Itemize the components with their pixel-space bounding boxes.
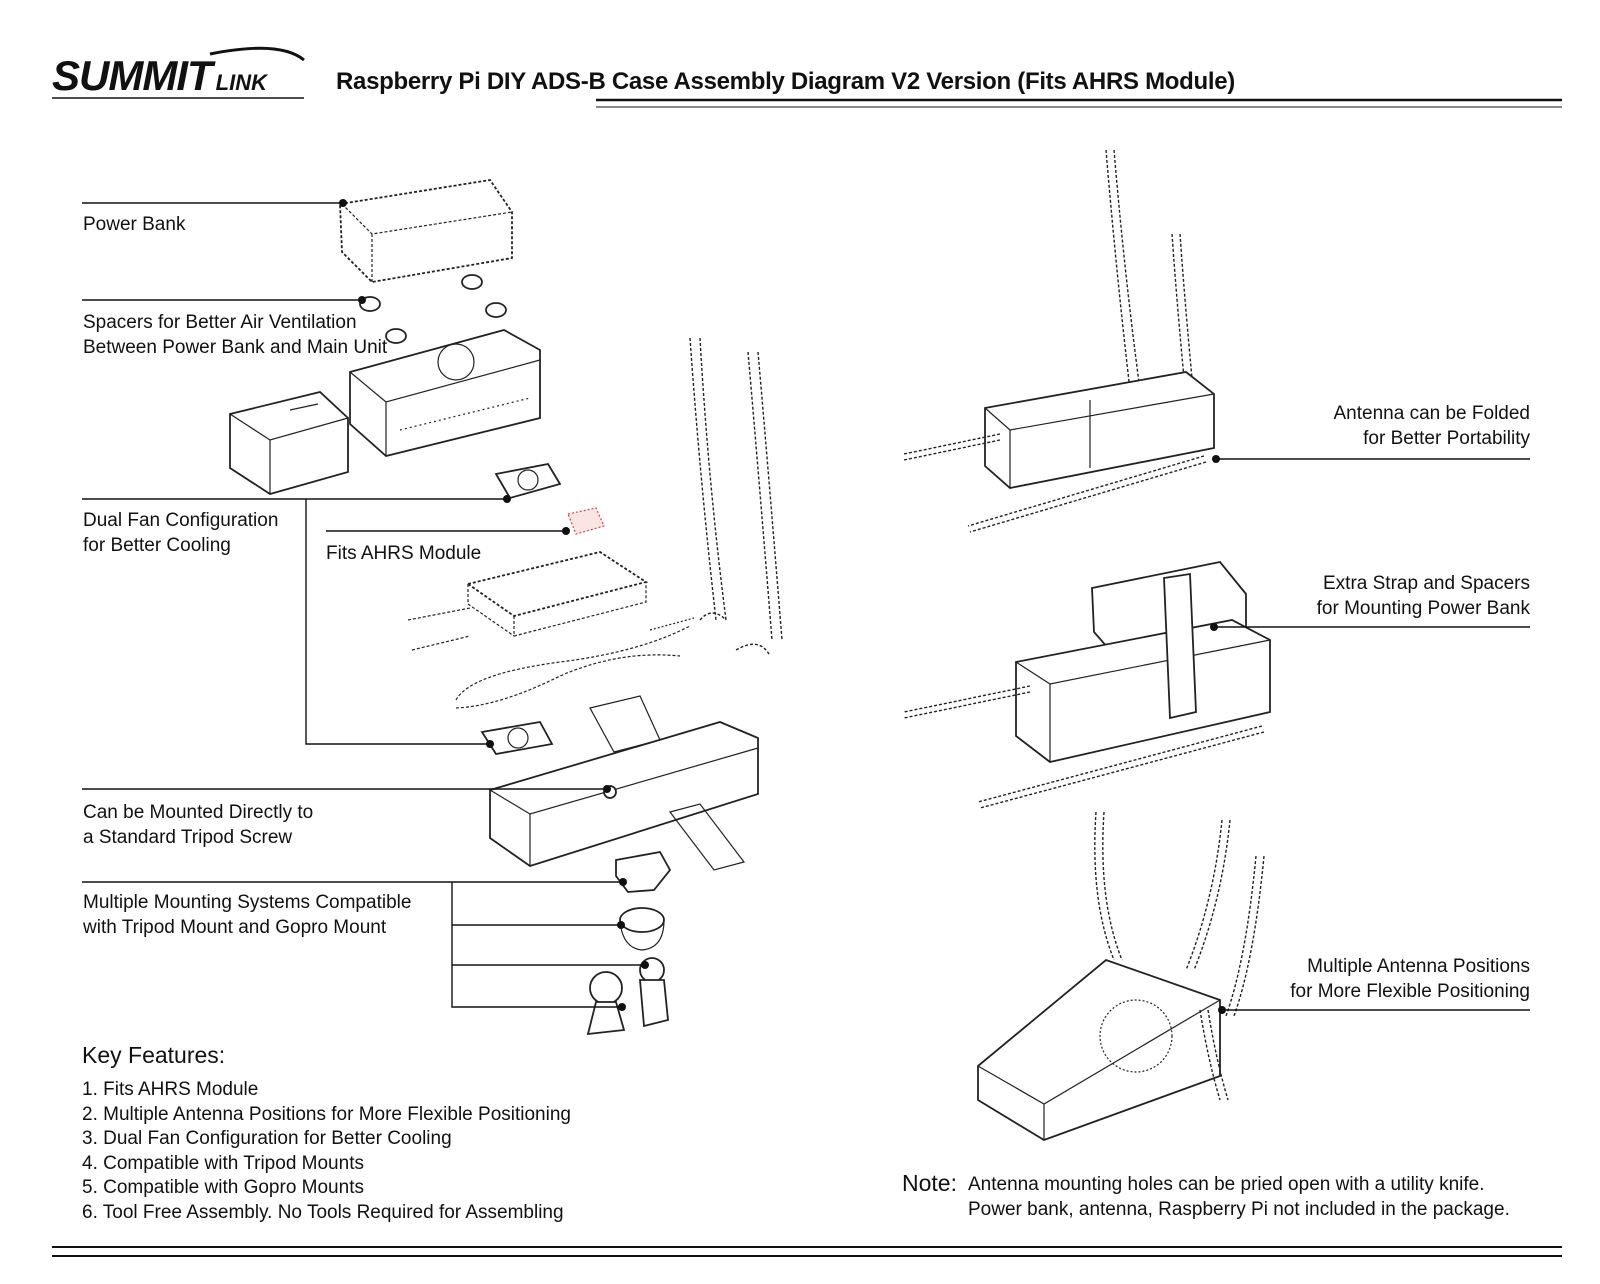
fan-top-part [494, 462, 562, 500]
label-dual-fan-line2: for Better Cooling [83, 535, 231, 556]
tripod-adapter-part [586, 850, 672, 1036]
ahrs-module-part [567, 507, 605, 535]
label-tripod-line2: a Standard Tripod Screw [83, 827, 293, 848]
label-spacers-line1: Spacers for Better Air Ventilation [83, 312, 357, 333]
label-tripod-line1: Can be Mounted Directly to [83, 802, 314, 823]
case-end-cap-part [229, 391, 349, 495]
note-heading: Note: [902, 1170, 957, 1196]
key-feature-item: 1. Fits AHRS Module [82, 1079, 259, 1100]
key-feature-item: 3. Dual Fan Configuration for Better Coo… [82, 1128, 452, 1149]
header-rules [52, 46, 1562, 108]
label-dual-fan-line1: Dual Fan Configuration [83, 510, 279, 531]
case-top-part [349, 329, 541, 457]
footer-rules [52, 1246, 1562, 1257]
label-power-bank: Power Bank [83, 214, 186, 235]
left-antenna-pair [689, 337, 783, 657]
unit-folded-antennas [903, 149, 1215, 533]
label-strap-line1: Extra Strap and Spacers [1323, 573, 1530, 594]
key-features-list: 1. Fits AHRS Module 2. Multiple Antenna … [82, 1078, 571, 1225]
key-feature-item: 6. Tool Free Assembly. No Tools Required… [82, 1201, 564, 1223]
key-feature-item: 2. Multiple Antenna Positions for More F… [82, 1103, 571, 1125]
label-spacers-line2: Between Power Bank and Main Unit [83, 337, 388, 358]
raspberry-pi-part [407, 551, 649, 651]
key-features-title: Key Features: [82, 1042, 226, 1068]
unit-multi-antenna [977, 811, 1265, 1141]
unit-with-strap [903, 561, 1271, 809]
label-ahrs: Fits AHRS Module [326, 543, 482, 564]
label-fold-line1: Antenna can be Folded [1333, 403, 1531, 424]
label-mounting-line2: with Tripod Mount and Gopro Mount [83, 917, 387, 938]
label-fold-line2: for Better Portability [1363, 428, 1530, 449]
key-feature-item: 4. Compatible with Tripod Mounts [82, 1152, 364, 1174]
power-bank-part [339, 179, 513, 283]
page-title: Raspberry Pi DIY ADS-B Case Assembly Dia… [336, 68, 1235, 95]
logo-main-text: SUMMIT [52, 52, 213, 99]
fan-bottom-part [480, 721, 554, 755]
spacer-parts [359, 274, 507, 344]
note-line2: Power bank, antenna, Raspberry Pi not in… [968, 1199, 1510, 1220]
label-strap-line2: for Mounting Power Bank [1316, 598, 1530, 619]
note-line1: Antenna mounting holes can be pried open… [968, 1174, 1485, 1195]
callout-leaders [82, 199, 1530, 1014]
label-multi-antenna-line1: Multiple Antenna Positions [1307, 956, 1530, 977]
label-mounting-line1: Multiple Mounting Systems Compatible [83, 892, 412, 913]
cable-part [455, 617, 695, 709]
key-feature-item: 5. Compatible with Gopro Mounts [82, 1177, 364, 1198]
logo-sub-text: LINK [215, 70, 267, 95]
case-bottom-part [489, 695, 759, 871]
label-multi-antenna-line2: for More Flexible Positioning [1290, 981, 1530, 1002]
